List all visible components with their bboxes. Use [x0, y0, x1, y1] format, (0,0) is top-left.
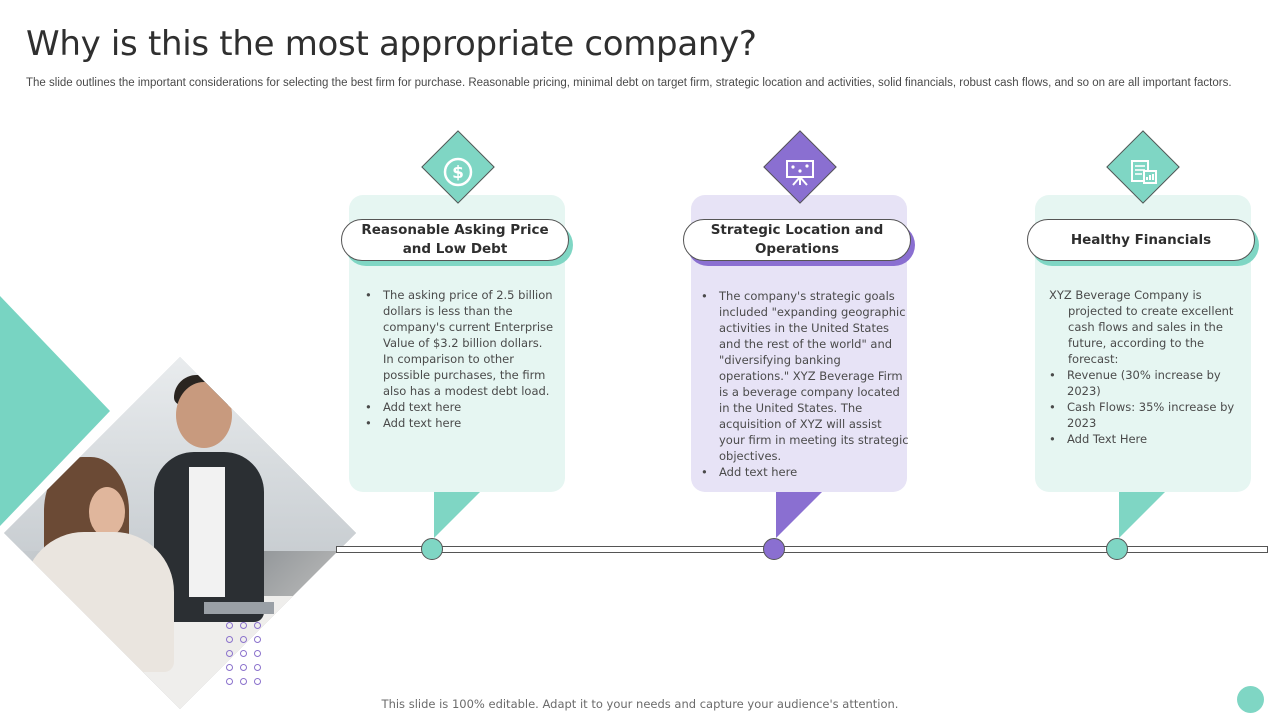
card-body: The company's strategic goals included "…: [701, 288, 911, 480]
card-heading: Healthy Financials: [1027, 219, 1255, 261]
bullet-item: Add text here: [701, 464, 911, 480]
bullet-item: Cash Flows: 35% increase by 2023: [1049, 399, 1235, 431]
card-heading: Reasonable Asking Price and Low Debt: [341, 219, 569, 261]
timeline-node: [421, 538, 443, 560]
bullet-item: Add text here: [365, 415, 555, 431]
card-body: XYZ Beverage Company is projected to cre…: [1049, 287, 1235, 447]
strategy-board-icon: [780, 152, 820, 192]
bullet-item: Add Text Here: [1049, 431, 1235, 447]
slide-subtitle: The slide outlines the important conside…: [26, 77, 1232, 89]
svg-text:$: $: [452, 163, 464, 183]
slide-title: Why is this the most appropriate company…: [26, 24, 757, 64]
bullet-item: The company's strategic goals included "…: [701, 288, 911, 464]
card-intro: XYZ Beverage Company is projected to cre…: [1049, 288, 1234, 366]
financial-report-icon: [1123, 152, 1163, 192]
slide-footer: This slide is 100% editable. Adapt it to…: [381, 697, 899, 711]
bullet-item: The asking price of 2.5 billion dollars …: [365, 287, 555, 399]
decorative-dot-grid: [226, 622, 266, 690]
card-pointer: [776, 492, 822, 538]
card-body: The asking price of 2.5 billion dollars …: [365, 287, 555, 431]
timeline-node: [1106, 538, 1128, 560]
timeline-node: [763, 538, 785, 560]
decorative-corner-dot: [1237, 686, 1264, 713]
bullet-item: Add text here: [365, 399, 555, 415]
timeline-bar: [336, 546, 1268, 553]
dollar-coin-icon: $: [438, 152, 478, 192]
card-pointer: [1119, 492, 1165, 538]
bullet-item: Revenue (30% increase by 2023): [1049, 367, 1235, 399]
card-heading: Strategic Location and Operations: [683, 219, 911, 261]
card-pointer: [434, 492, 480, 538]
